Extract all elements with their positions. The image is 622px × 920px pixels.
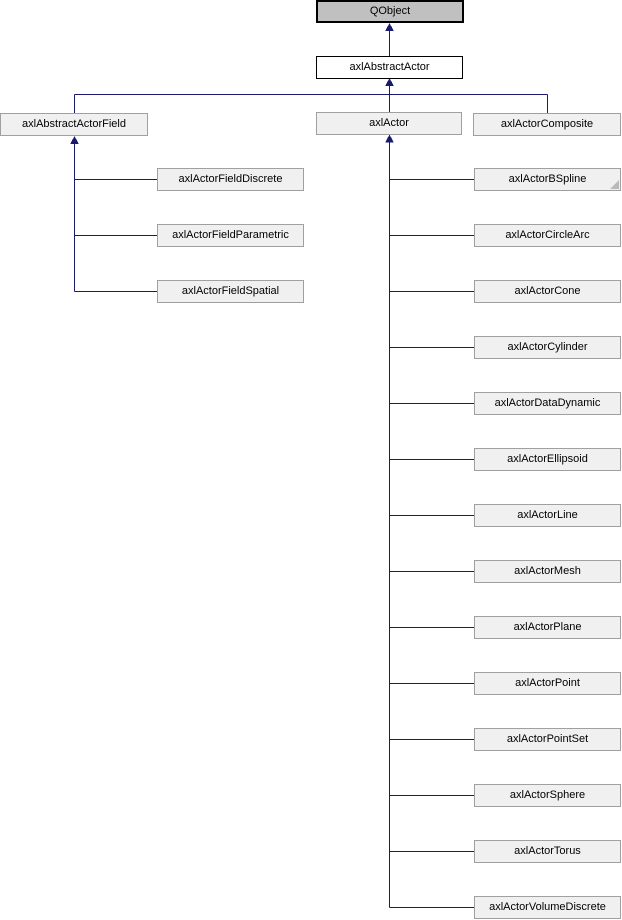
class-node-axlactorline[interactable]: axlActorLine <box>474 504 621 527</box>
arrowhead-to-abstract-actor-field <box>70 135 79 144</box>
class-node-axlactorfieldspatial[interactable]: axlActorFieldSpatial <box>157 280 304 303</box>
class-node-axlactor[interactable]: axlActor <box>316 112 462 135</box>
class-node-axlactortorus[interactable]: axlActorTorus <box>474 840 621 863</box>
arrowhead-to-abstract-actor <box>385 77 394 86</box>
class-node-axlactorpointset[interactable]: axlActorPointSet <box>474 728 621 751</box>
class-node-axlactorcone[interactable]: axlActorCone <box>474 280 621 303</box>
class-node-axlactorvolumediscrete[interactable]: axlActorVolumeDiscrete <box>474 896 621 919</box>
class-node-axlactorfieldparametric[interactable]: axlActorFieldParametric <box>157 224 304 247</box>
class-node-axlactorellipsoid[interactable]: axlActorEllipsoid <box>474 448 621 471</box>
class-node-qobject: QObject <box>316 0 464 23</box>
class-node-axlactordatadynamic[interactable]: axlActorDataDynamic <box>474 392 621 415</box>
class-node-axlactorfielddiscrete[interactable]: axlActorFieldDiscrete <box>157 168 304 191</box>
truncated-children-fold-icon <box>610 180 619 189</box>
class-node-axlactorcylinder[interactable]: axlActorCylinder <box>474 336 621 359</box>
class-node-axlactorcomposite[interactable]: axlActorComposite <box>473 113 621 136</box>
class-node-axlabstractactorfield[interactable]: axlAbstractActorField <box>0 113 148 136</box>
class-node-axlactorplane[interactable]: axlActorPlane <box>474 616 621 639</box>
class-node-label: axlActorBSpline <box>508 173 587 185</box>
class-node-axlactormesh[interactable]: axlActorMesh <box>474 560 621 583</box>
class-node-axlactorbspline[interactable]: axlActorBSpline <box>474 168 621 191</box>
class-node-axlactorcirclearc[interactable]: axlActorCircleArc <box>474 224 621 247</box>
arrowhead-to-qobject <box>385 22 394 31</box>
class-node-axlactorpoint[interactable]: axlActorPoint <box>474 672 621 695</box>
class-node-axlabstractactor[interactable]: axlAbstractActor <box>316 56 463 79</box>
arrowhead-to-actor <box>385 134 394 143</box>
class-node-axlactorsphere[interactable]: axlActorSphere <box>474 784 621 807</box>
